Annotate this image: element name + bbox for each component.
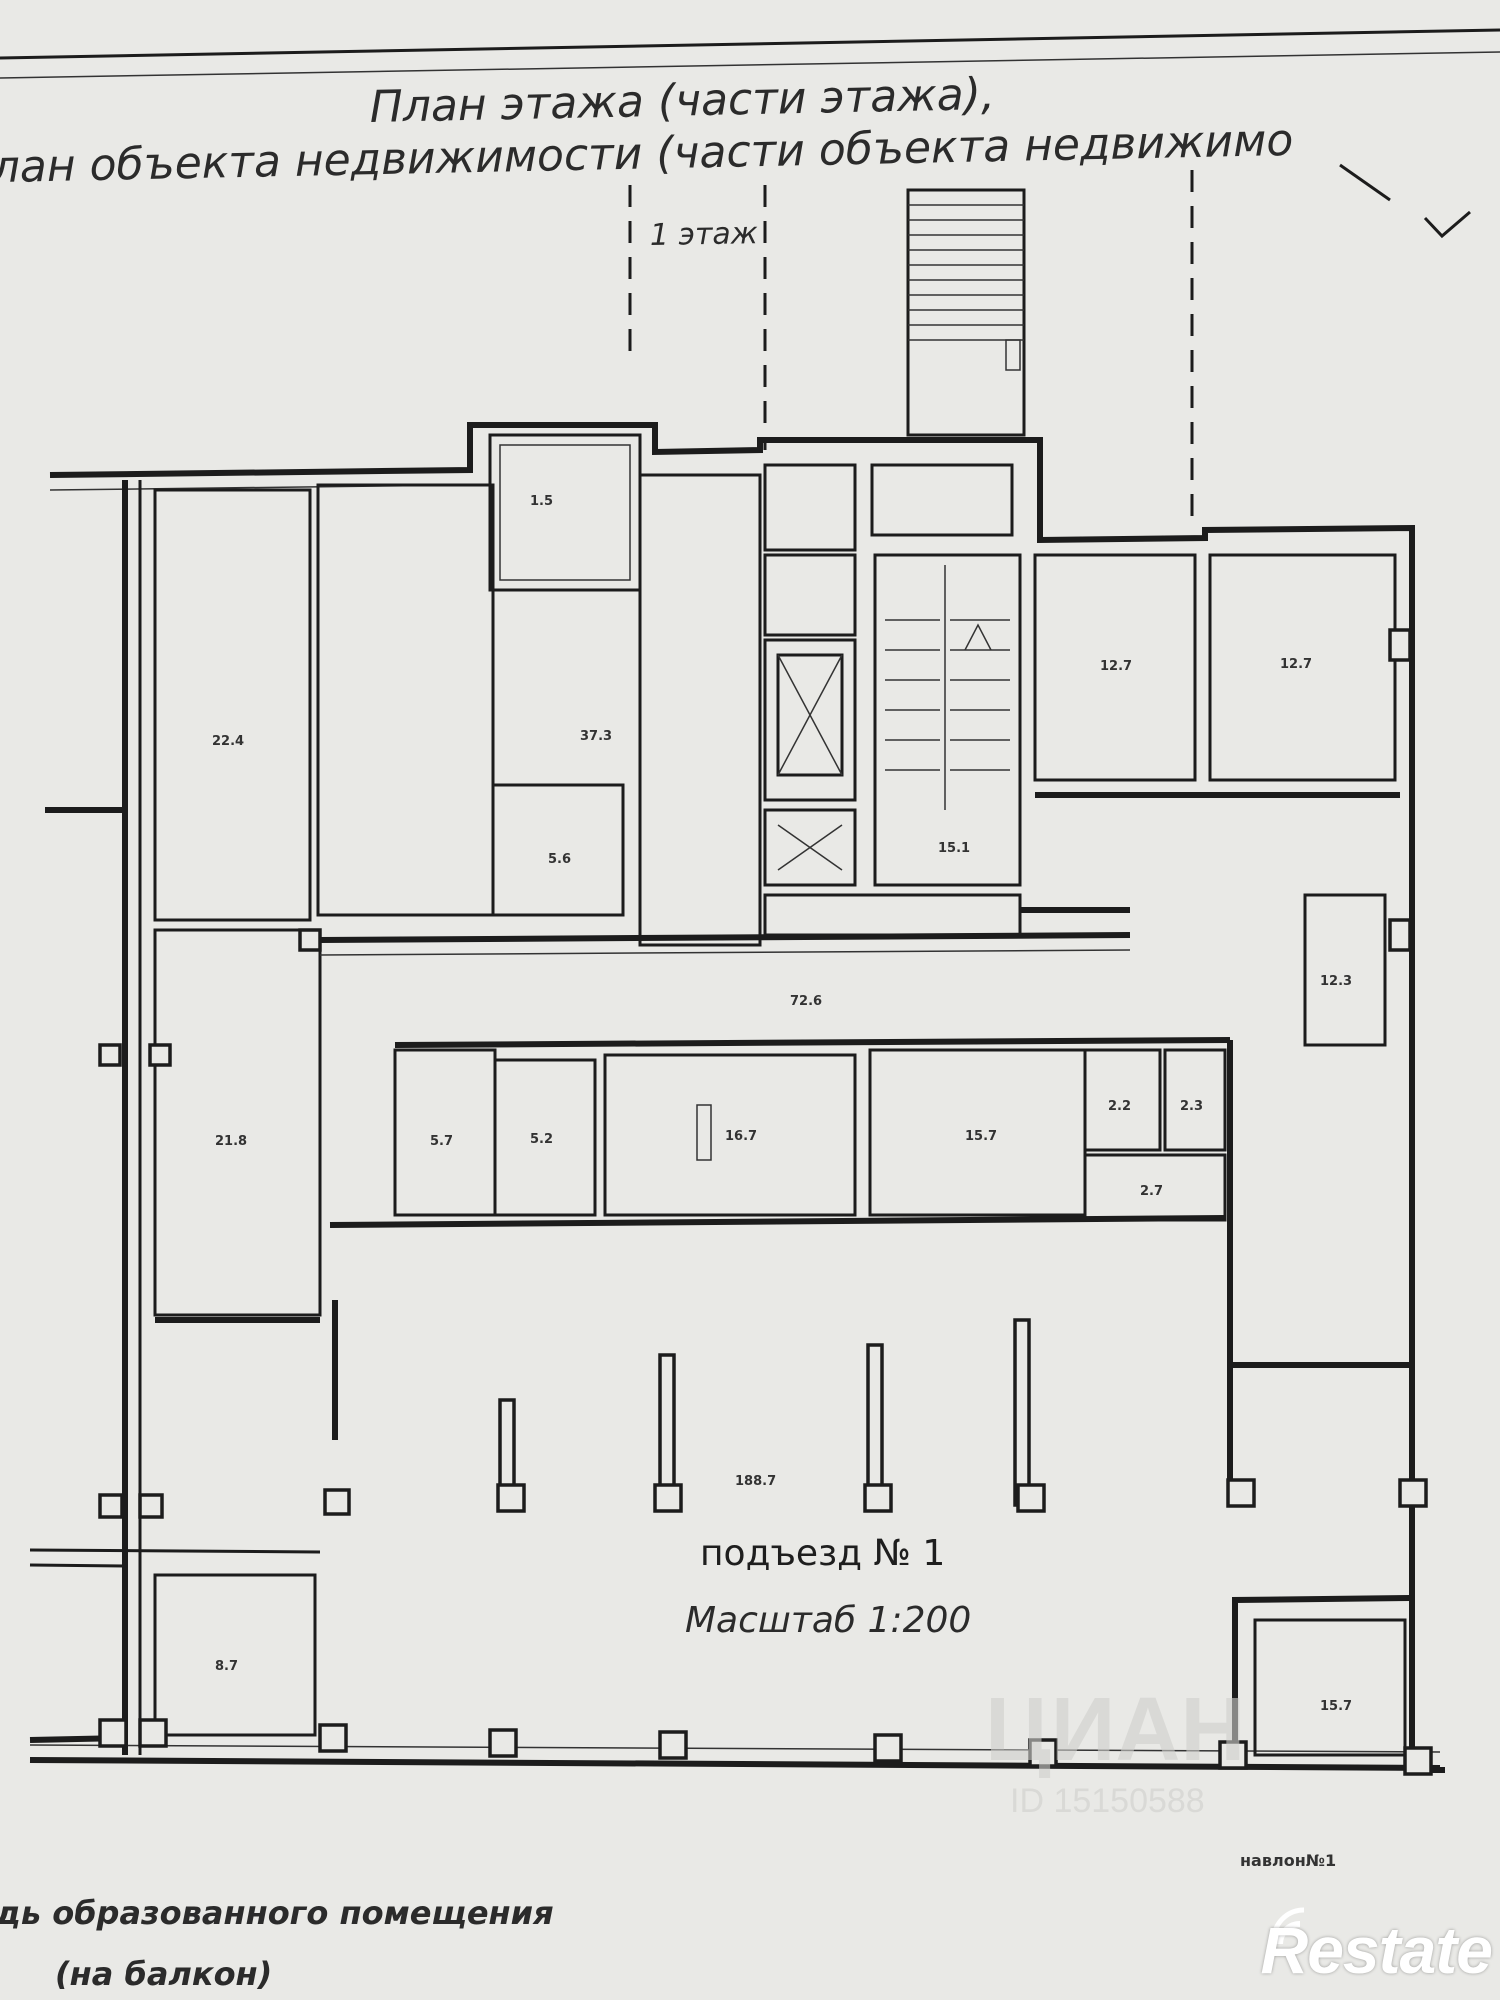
entrance-label: подъезд № 1 [700,1533,945,1574]
scale-label: Масштаб 1:200 [685,1600,971,1641]
room-area-label: 2.3 [1180,1099,1203,1114]
logo-text: Restate [1260,1913,1493,1987]
signal-waves-icon [1271,1907,1305,1945]
room-area-label: 12.7 [1100,659,1132,674]
room-area-label: 5.2 [530,1132,553,1147]
room-area-label: 21.8 [215,1134,247,1149]
room-area-label: 12.3 [1320,974,1352,989]
room-area-label: 15.7 [965,1129,997,1144]
outer-walls [29,422,1445,1773]
columns [98,628,1433,1776]
upper-center-rooms [316,433,1131,956]
room-area-label: 12.7 [1280,657,1312,672]
room-area-label: 15.1 [938,841,970,856]
room-area-label: 8.7 [215,1659,238,1674]
check-mark-icon [1339,163,1471,239]
room-area-label: 2.2 [1108,1099,1131,1114]
restate-logo: Restate [1192,1907,1493,1992]
room-area-label: 72.6 [790,994,822,1009]
section-lines [628,170,1194,520]
corner-note: навлон№1 [1240,1851,1336,1870]
floor-label: 1 этаж [650,216,759,253]
bottom-right-room [1232,1595,1411,1760]
room-area-label: 1.5 [530,494,553,509]
room-area-label: 5.7 [430,1134,453,1149]
room-area-label: 37.3 [580,729,612,744]
room-area-label: 2.7 [1140,1184,1163,1199]
room-area-label: 15.7 [1320,1699,1352,1714]
exterior-stair [906,188,1026,437]
footer-line1: дь образованного помещения [0,1894,554,1932]
left-rooms [153,488,338,1737]
right-upper-rooms [1020,553,1400,1047]
footer-line2: (на балкон) [55,1955,272,1993]
elevator-core [763,463,1022,937]
room-area-label: 5.6 [548,852,571,867]
room-area-label: 22.4 [212,734,244,749]
sheet-border [0,28,1500,79]
middle-rooms [329,1037,1412,1480]
watermark-id: ID 15150588 [1010,1782,1205,1820]
watermark-text: ЦИАН [985,1680,1245,1780]
room-area-label: 16.7 [725,1129,757,1144]
room-area-label: 188.7 [735,1474,776,1489]
room-labels: 22.4 37.3 12.7 12.7 5.6 15.1 12.3 72.6 2… [212,494,1352,1714]
